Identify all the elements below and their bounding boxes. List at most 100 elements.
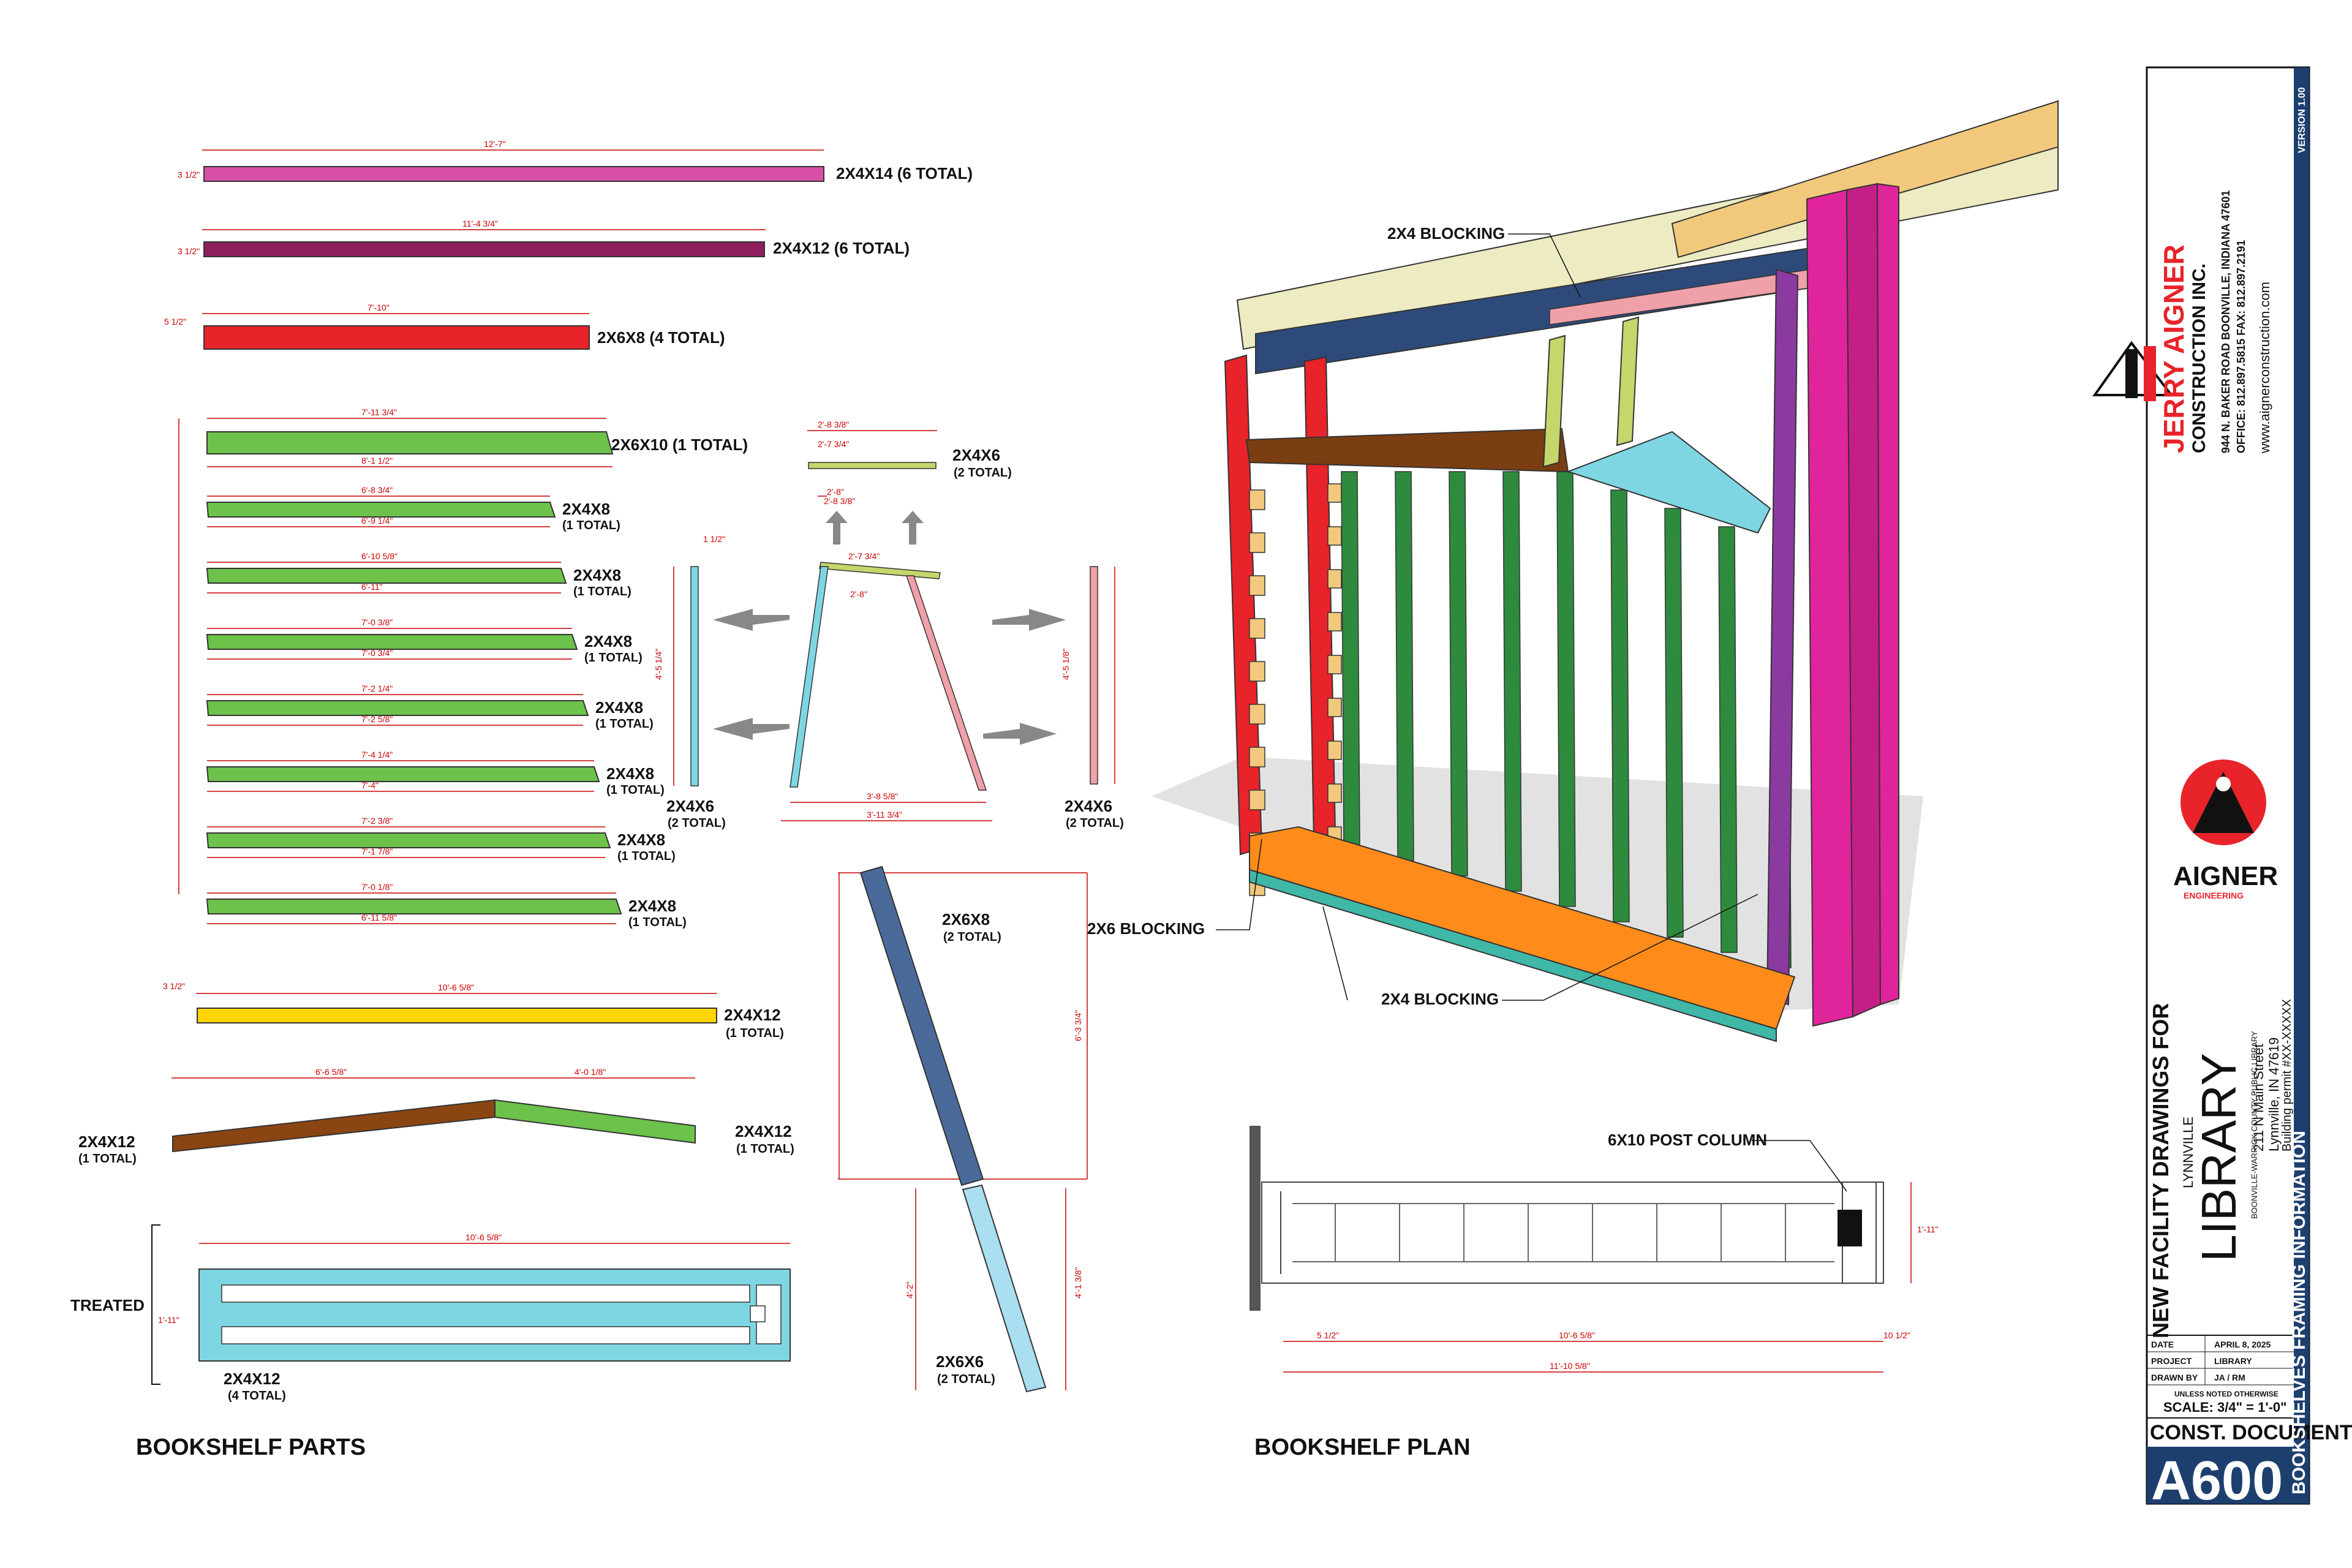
part-sub: (1 TOTAL): [595, 717, 654, 731]
svg-text:6'-6 5/8": 6'-6 5/8": [315, 1067, 347, 1077]
part-green-2x4x8: 7'-0 3/8"7'-0 3/4"2X4X8(1 TOTAL): [206, 617, 643, 665]
part-diagonals: 6'-3 3/4" 2X6X8 (2 TOTAL) 4'-1 3/8" 4'-2…: [838, 865, 1088, 1393]
svg-text:211 N Main Street: 211 N Main Street: [2251, 1044, 2266, 1152]
board-slate: [859, 865, 984, 1186]
board-green: [206, 899, 622, 914]
svg-text:DATE: DATE: [2151, 1340, 2174, 1349]
part-sub: (1 TOTAL): [584, 651, 643, 665]
board-green: [206, 502, 556, 518]
svg-text:1 1/2": 1 1/2": [703, 534, 725, 544]
board-green: [206, 766, 600, 782]
board-green: [206, 832, 611, 848]
board-right-post: [1090, 566, 1098, 785]
svg-text:(1 TOTAL): (1 TOTAL): [78, 1152, 137, 1166]
part-frame-right: 4'-5 1/8" 2X4X6 (2 TOTAL): [983, 566, 1124, 830]
svg-text:11'-4 3/4": 11'-4 3/4": [462, 219, 498, 228]
part-treated-frame: TREATED 10'-6 5/8" 1'-11" 2X4X12 (4 TOTA…: [70, 1224, 791, 1403]
svg-text:Lynnville, IN 47619: Lynnville, IN 47619: [2266, 1038, 2282, 1152]
part-frame-top: 2'-8 3/8" 2'-7 3/4" 2X4X6 (2 TOTAL) 2'-8…: [807, 420, 1012, 545]
svg-text:2X4X12 (6 TOTAL): 2X4X12 (6 TOTAL): [773, 239, 910, 257]
svg-text:2'-8 3/8": 2'-8 3/8": [824, 496, 855, 506]
part-label: 2X4X8: [562, 500, 610, 518]
svg-text:CONSTRUCTION INC.: CONSTRUCTION INC.: [2189, 263, 2209, 453]
svg-text:BOONVILLE-WARRICK COUNTY PUBLI: BOONVILLE-WARRICK COUNTY PUBLIC LIBRARY: [2250, 1031, 2259, 1219]
post-column: [1838, 1210, 1862, 1246]
svg-text:2'-8 3/8": 2'-8 3/8": [818, 420, 849, 429]
svg-text:10'-6 5/8": 10'-6 5/8": [466, 1232, 502, 1242]
svg-text:(2 TOTAL): (2 TOTAL): [668, 816, 726, 830]
dim-bottom: 6'-9 1/4": [361, 516, 393, 526]
dim-bottom: 7'-4": [361, 780, 379, 790]
svg-text:JA / RM: JA / RM: [2214, 1373, 2245, 1382]
svg-text:CONST. DOCUMENTS: CONST. DOCUMENTS: [2150, 1421, 2352, 1444]
svg-text:VERSION 1.00: VERSION 1.00: [2297, 87, 2307, 153]
dim-bottom: 6'-11": [361, 582, 383, 592]
part-frame-left: 1 1/2" 4'-5 1/4" 2X4X6 (2 TOTAL): [654, 534, 790, 830]
svg-text:4'-1 3/8": 4'-1 3/8": [1073, 1267, 1083, 1298]
svg-text:DRAWN BY: DRAWN BY: [2151, 1373, 2198, 1382]
part-roof-pieces: 6'-6 5/8" 4'-0 1/8" 2X4X12 (1 TOTAL) 2X4…: [78, 1067, 794, 1166]
svg-text:10 1/2": 10 1/2": [1883, 1330, 1910, 1340]
svg-text:(1 TOTAL): (1 TOTAL): [736, 1142, 794, 1156]
board-red: [203, 325, 590, 350]
board-magenta: [203, 166, 824, 182]
dim-bottom: 7'-2 5/8": [361, 714, 393, 724]
svg-text:www.aignerconstruction.com: www.aignerconstruction.com: [2257, 282, 2272, 454]
svg-text:(2 TOTAL): (2 TOTAL): [937, 1373, 995, 1386]
dim-top: 6'-10 5/8": [361, 551, 398, 561]
part-label: 2X4X8: [628, 897, 676, 915]
svg-text:2X4X6: 2X4X6: [952, 446, 1000, 464]
svg-text:APRIL 8, 2025: APRIL 8, 2025: [2214, 1340, 2271, 1349]
arrow-up-icon: [902, 511, 924, 545]
svg-text:5 1/2": 5 1/2": [164, 317, 186, 326]
part-sub: (1 TOTAL): [617, 850, 676, 863]
svg-text:2'-7 3/4": 2'-7 3/4": [818, 439, 849, 449]
bookshelf-3d-model: 2X4 BLOCKING 2X6 BLOCKING 2X4 BLOCKING: [1087, 99, 2059, 1042]
part-green-2x4x8: 6'-10 5/8"6'-11"2X4X8(1 TOTAL): [206, 551, 631, 598]
part-green-2x4x8: 7'-4 1/4"7'-4"2X4X8(1 TOTAL): [206, 750, 665, 797]
board-leg-right: [905, 575, 987, 791]
svg-text:10'-6 5/8": 10'-6 5/8": [438, 982, 474, 992]
part-sub: (1 TOTAL): [628, 916, 687, 929]
board-green-roof: [494, 1099, 696, 1144]
svg-text:BOOKSHELVES FRAMING INFORMATIO: BOOKSHELVES FRAMING INFORMATION: [2289, 1131, 2309, 1494]
part-2x6x10: 7'-11 3/4" 8'-1 1/2" 2X6X10 (1 TOTAL): [178, 407, 748, 894]
board-maroon: [203, 241, 765, 257]
svg-text:(1 TOTAL): (1 TOTAL): [726, 1027, 784, 1040]
svg-text:10'-6 5/8": 10'-6 5/8": [1559, 1330, 1595, 1340]
company-logo: [2092, 341, 2174, 401]
part-frame-aframe: 2'-7 3/4" 2'-8" 3'-8 5/8" 3'-11 3/4": [781, 551, 992, 821]
svg-text:4'-0 1/8": 4'-0 1/8": [575, 1067, 606, 1077]
part-green-2x4x8: 7'-2 3/8"7'-1 7/8"2X4X8(1 TOTAL): [206, 816, 676, 863]
board-brown: [172, 1099, 496, 1153]
svg-text:1'-11": 1'-11": [158, 1315, 179, 1325]
svg-text:2'-8": 2'-8": [850, 589, 867, 599]
part-green-2x4x8: 6'-8 3/4"6'-9 1/4"2X4X8(1 TOTAL): [206, 485, 620, 532]
svg-text:2'-7 3/4": 2'-7 3/4": [848, 551, 880, 561]
svg-text:4'-5 1/8": 4'-5 1/8": [1061, 649, 1071, 680]
svg-text:7'-11 3/4": 7'-11 3/4": [361, 407, 397, 417]
svg-text:2X6 BLOCKING: 2X6 BLOCKING: [1087, 919, 1205, 938]
board-leg-left: [790, 566, 829, 788]
board-green-wide: [206, 431, 614, 454]
svg-text:2X6X8 (4 TOTAL): 2X6X8 (4 TOTAL): [597, 328, 725, 347]
part-label: 2X4X8: [584, 632, 632, 650]
svg-text:2X4X12: 2X4X12: [735, 1122, 792, 1140]
svg-text:2X6X8: 2X6X8: [942, 910, 990, 929]
part-2x4x14: 12'-7" 3 1/2" 2X4X14 (6 TOTAL): [178, 139, 973, 183]
board-top-bar: [808, 462, 937, 469]
svg-text:944 N. BAKER ROAD BOONVILLE, I: 944 N. BAKER ROAD BOONVILLE, INDIANA 476…: [2220, 190, 2232, 453]
arrow-right-icon: [992, 609, 1066, 631]
part-2x6x8: 7'-10" 5 1/2" 2X6X8 (4 TOTAL): [164, 303, 725, 350]
board-left-post: [690, 566, 699, 786]
part-yellow-2x4x12: 10'-6 5/8" 3 1/2" 2X4X12 (1 TOTAL): [163, 981, 784, 1040]
arrow-left-icon: [713, 609, 790, 631]
arrow-up-icon: [826, 511, 848, 545]
board-green: [206, 634, 578, 650]
dim-top: 7'-2 3/8": [361, 816, 393, 826]
svg-text:2X4X12: 2X4X12: [224, 1370, 281, 1388]
svg-text:AIGNER: AIGNER: [2173, 861, 2278, 891]
svg-text:1'-11": 1'-11": [1917, 1224, 1939, 1234]
svg-text:(2 TOTAL): (2 TOTAL): [954, 466, 1012, 480]
svg-text:2X4 BLOCKING: 2X4 BLOCKING: [1381, 990, 1499, 1008]
